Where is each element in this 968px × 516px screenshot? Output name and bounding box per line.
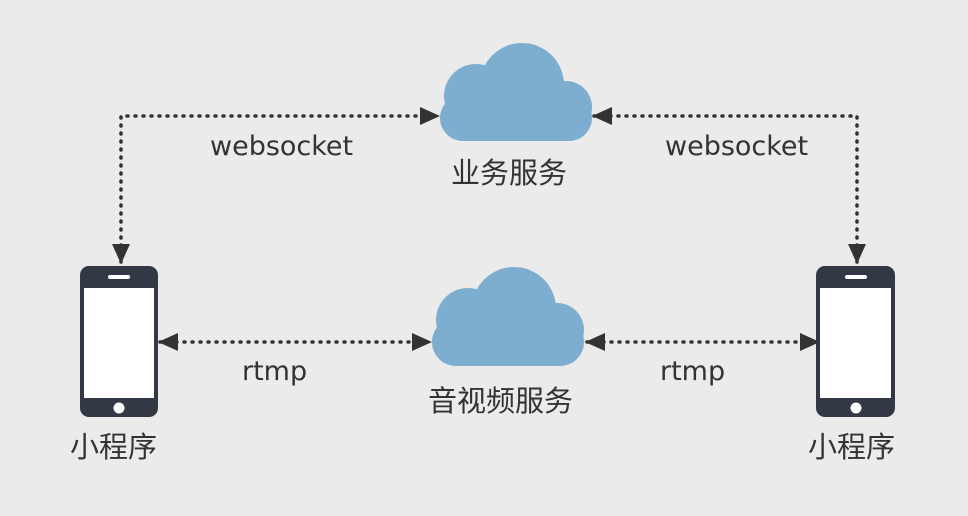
right-rtmp-label: rtmp [660,356,726,387]
left-client-label: 小程序 [70,430,158,464]
right-websocket-label: websocket [665,131,809,162]
cloud-icon [440,43,592,141]
av-service-label: 音视频服务 [428,384,574,418]
business-service-label: 业务服务 [451,156,568,190]
cloud-icon [432,267,584,366]
left-rtmp-label: rtmp [242,356,308,387]
smartphone-icon [80,266,158,417]
right-client-label: 小程序 [808,430,896,464]
left-websocket-connector [112,107,440,264]
right-websocket-connector [592,107,866,264]
smartphone-icon [816,266,895,417]
left-websocket-label: websocket [210,131,354,162]
